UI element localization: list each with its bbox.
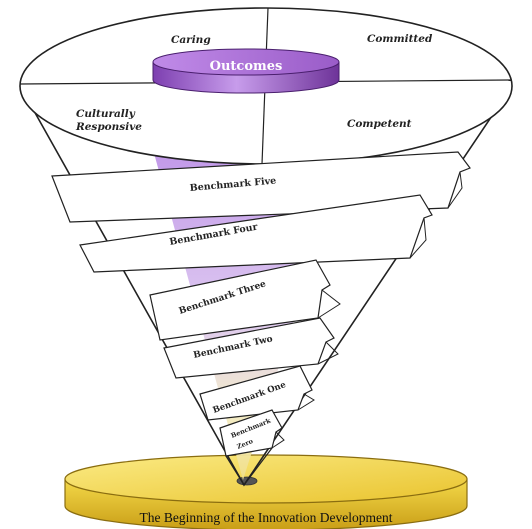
ribbon-benchmark-zero: Benchmark Zero [219,409,285,457]
ribbon-benchmark-four: Benchmark Four [79,194,433,273]
outcomes-cylinder: Outcomes [152,48,340,94]
funnel-tip-lines [225,447,273,487]
base-label: The Beginning of the Innovation Developm… [139,510,392,525]
quadrant-caring: Caring [171,34,211,46]
ribbon-benchmark-two: Benchmark Two [163,317,339,379]
benchmark-ribbons: Benchmark Five Benchmark Four Benchmark … [51,151,471,457]
outcomes-label: Outcomes [210,59,283,74]
quadrant-culturally-line1: Culturally [76,108,136,120]
quadrant-competent: Competent [347,118,412,130]
quadrant-committed: Committed [367,33,433,45]
base-disc: The Beginning of the Innovation Developm… [64,454,468,529]
quadrant-culturally-line2: Responsive [75,121,142,133]
ribbon-benchmark-one: Benchmark One [199,365,315,421]
ribbon-benchmark-three: Benchmark Three [149,259,341,341]
